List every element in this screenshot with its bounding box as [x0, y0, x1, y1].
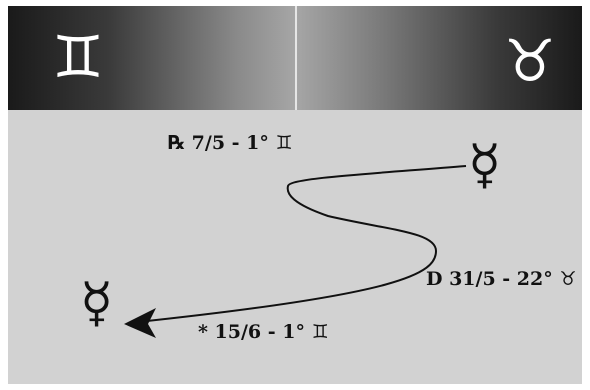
mercury-icon: ☿	[80, 271, 114, 334]
gemini-small-icon: ♊	[311, 321, 329, 343]
taurus-small-icon: ♉	[559, 268, 577, 290]
direct-date: D 31/5 - 22°	[426, 268, 553, 290]
shadow-date: * 15/6 - 1°	[198, 321, 305, 343]
gemini-band	[8, 6, 295, 110]
taurus-band	[296, 6, 582, 110]
retrograde-station-label: ℞ 7/5 - 1° ♊	[168, 134, 293, 153]
arrowhead	[124, 308, 156, 338]
gemini-small-icon: ♊	[275, 132, 293, 154]
retrograde-icon: ℞	[168, 132, 186, 154]
motion-curve	[137, 165, 467, 323]
direct-station-label: D 31/5 - 22° ♉	[426, 270, 576, 289]
diagram-frame: ♊ ♉ ℞ 7/5 - 1° ♊ D 31/5 - 22° ♉ * 15/6 -…	[8, 6, 582, 384]
gemini-icon: ♊	[52, 23, 104, 91]
mercury-icon: ☿	[468, 133, 502, 196]
taurus-icon: ♉	[504, 27, 556, 95]
sign-boundary	[295, 6, 297, 110]
retrograde-loop-path	[124, 165, 467, 338]
zodiac-band: ♊ ♉	[8, 6, 582, 110]
shadow-exit-label: * 15/6 - 1° ♊	[198, 323, 329, 342]
retrograde-date: 7/5 - 1°	[191, 132, 269, 154]
